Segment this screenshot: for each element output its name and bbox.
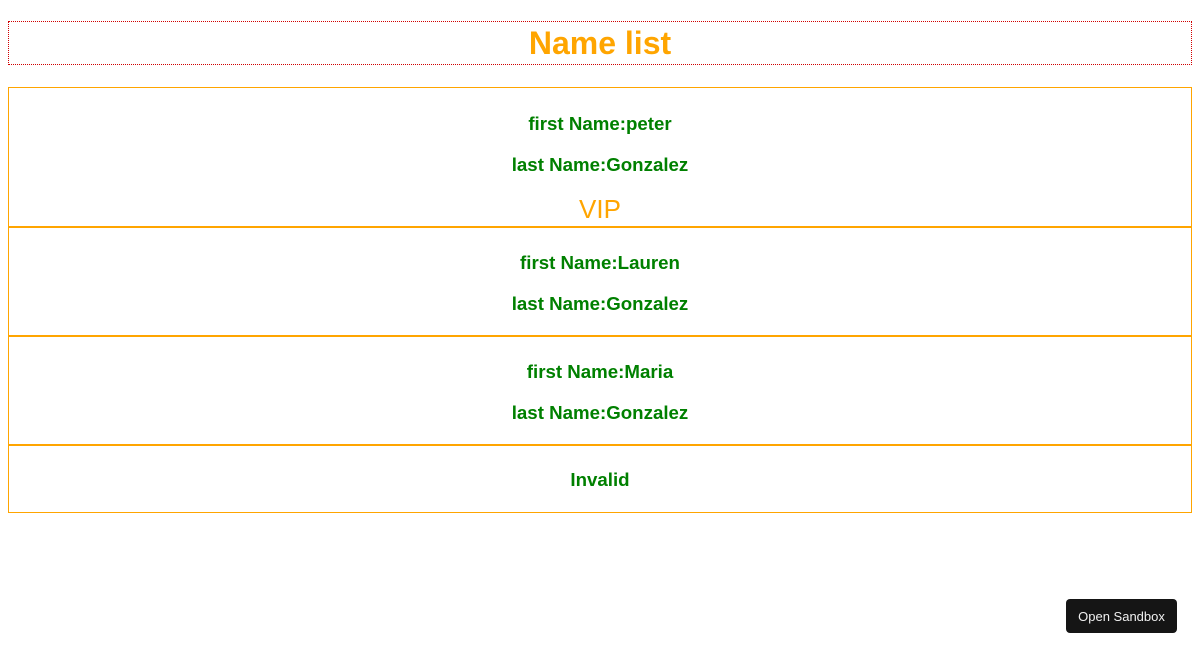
last-name: last Name:Gonzalez xyxy=(511,293,689,314)
last-name: last Name:Gonzalez xyxy=(511,154,689,175)
first-name: first Name:Maria xyxy=(526,361,674,382)
first-name: first Name:Lauren xyxy=(520,252,680,273)
vip-badge: VIP xyxy=(579,194,621,224)
open-sandbox-button[interactable]: Open Sandbox xyxy=(1066,599,1177,633)
name-list: first Name:peter last Name:Gonzalez VIP … xyxy=(8,87,1192,513)
first-name: first Name:peter xyxy=(528,113,672,134)
invalid-card: Invalid xyxy=(8,445,1192,513)
invalid-label: Invalid xyxy=(570,469,630,490)
page-header: Name list xyxy=(8,21,1192,65)
page: Name list first Name:peter last Name:Gon… xyxy=(0,21,1200,513)
person-card: first Name:Lauren last Name:Gonzalez xyxy=(8,227,1192,336)
last-name: last Name:Gonzalez xyxy=(511,402,689,423)
page-title: Name list xyxy=(528,25,672,61)
person-card: first Name:peter last Name:Gonzalez VIP xyxy=(8,87,1192,227)
person-card: first Name:Maria last Name:Gonzalez xyxy=(8,336,1192,445)
